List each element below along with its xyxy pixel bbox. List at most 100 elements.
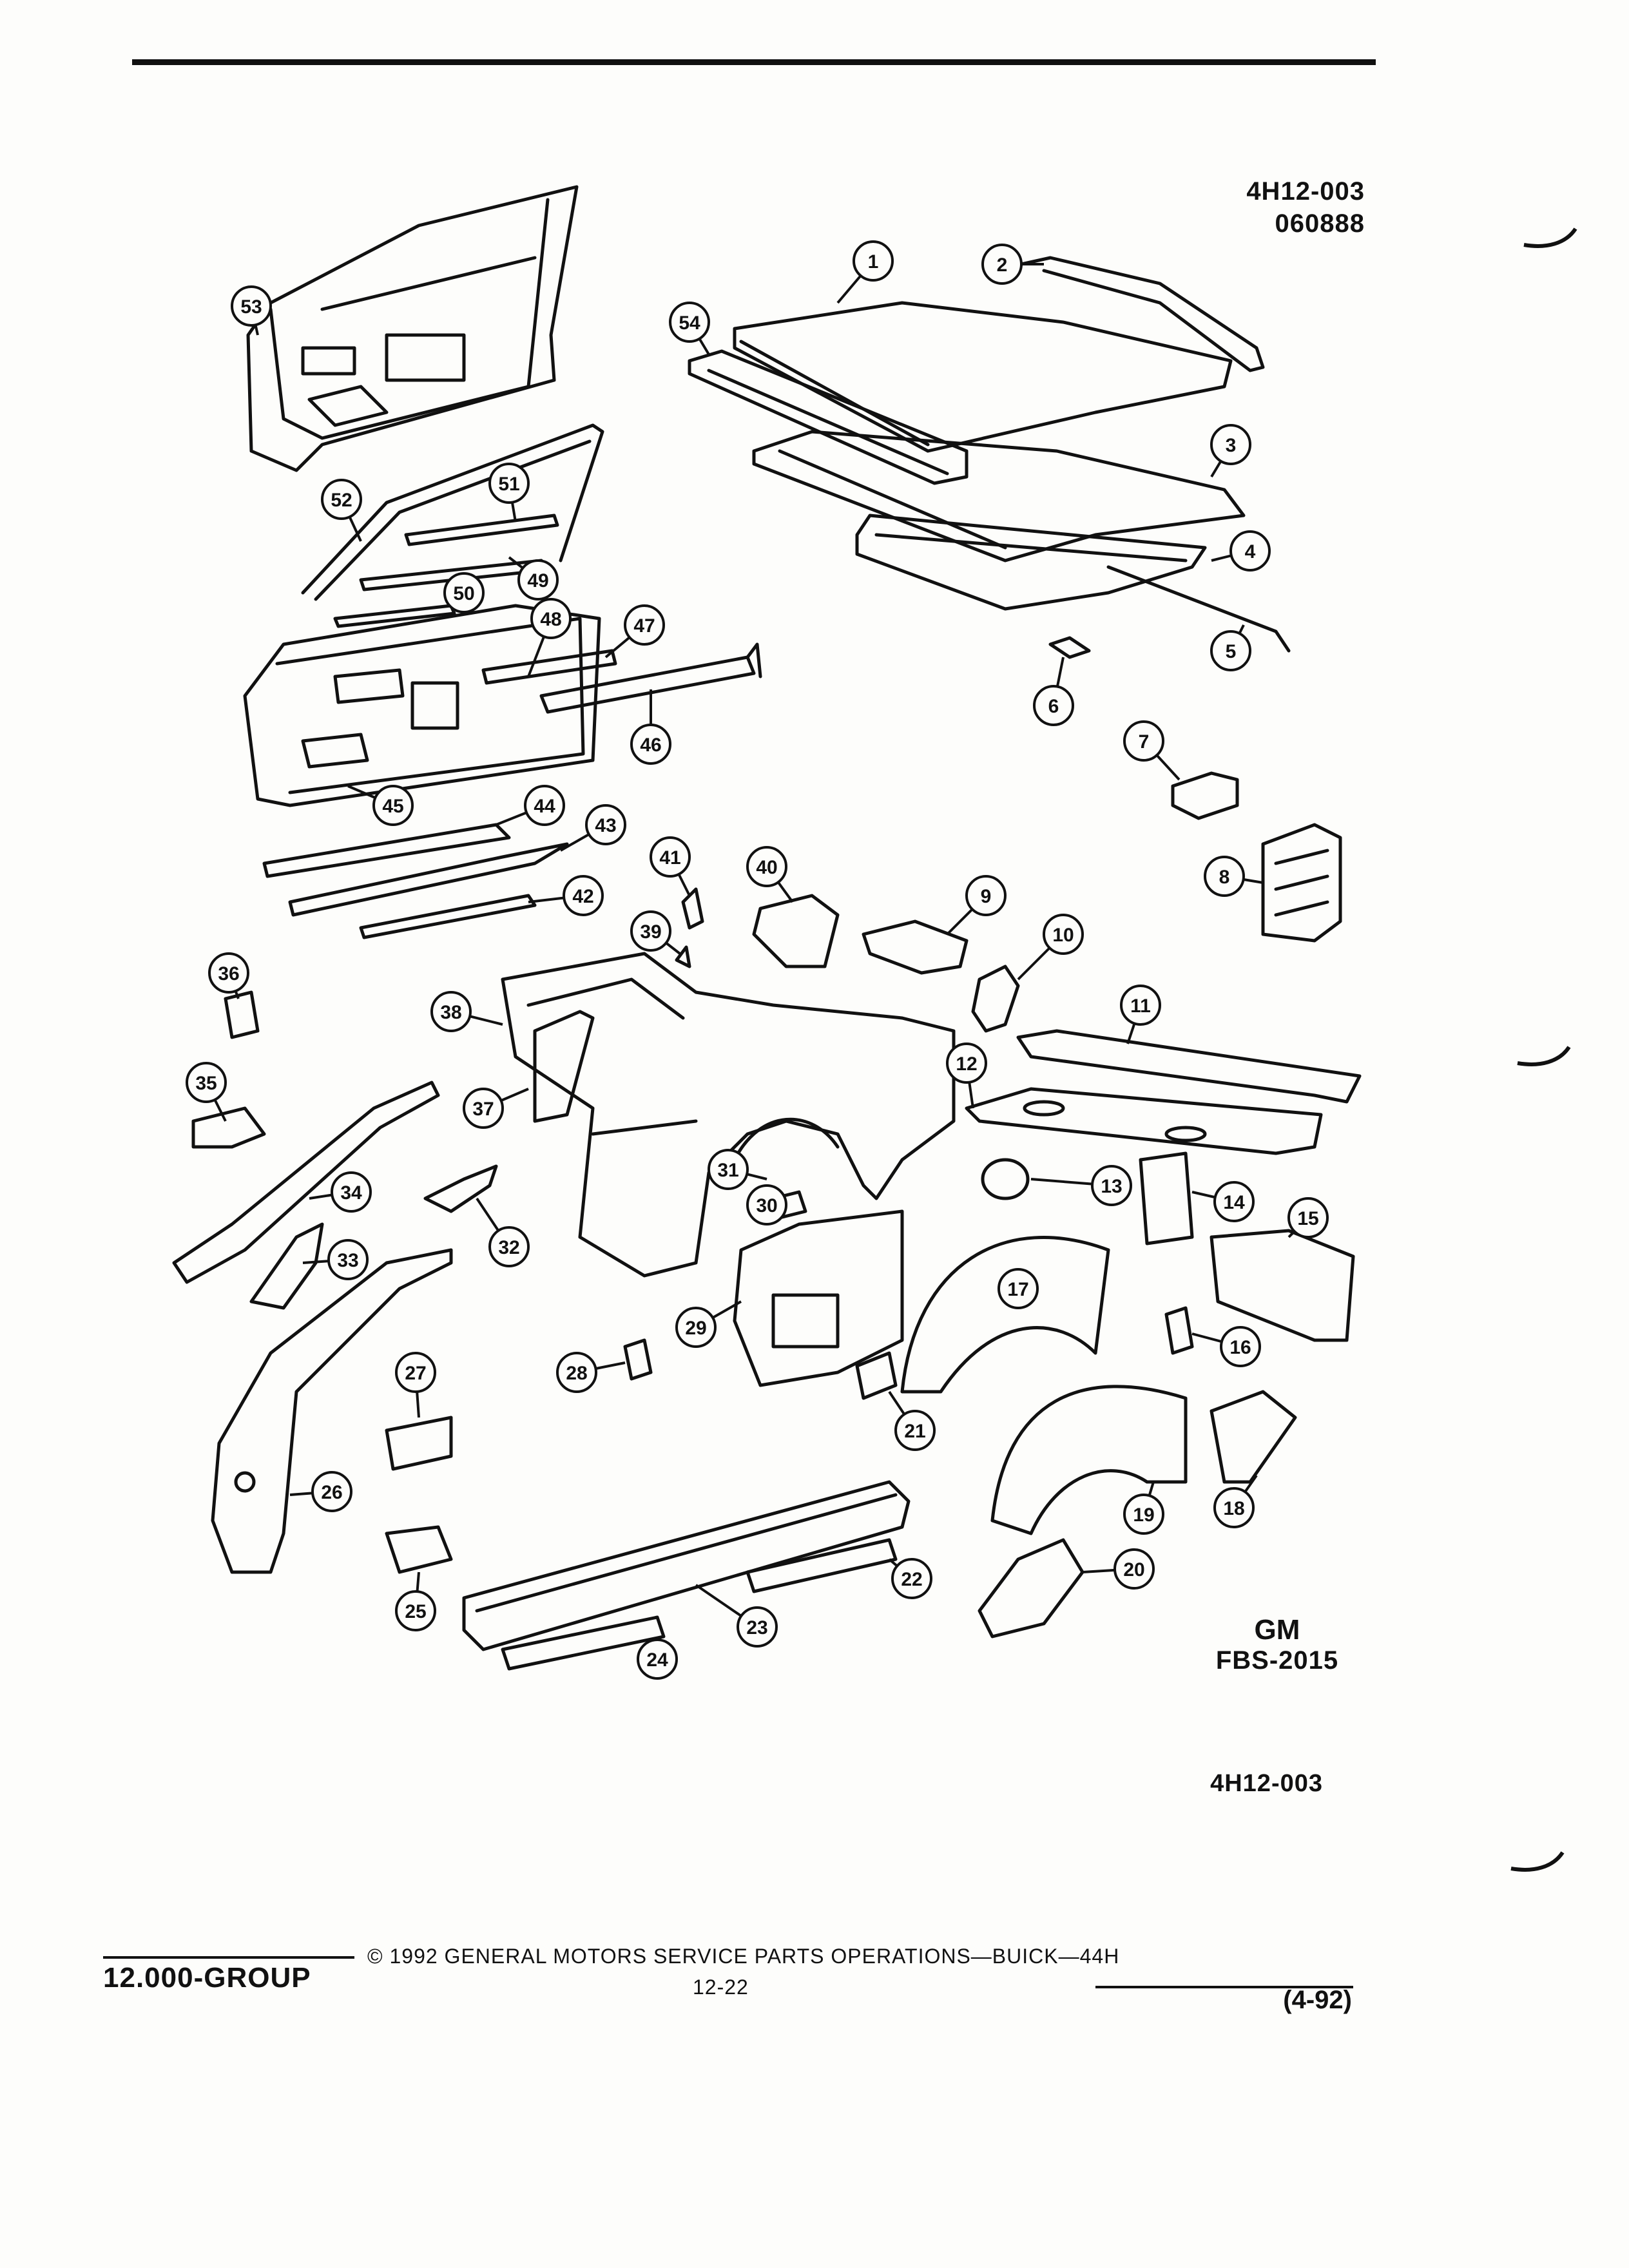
callout-number: 2 [997,255,1008,276]
part-rocker-panel [462,1480,911,1651]
callout-circle [311,1471,352,1512]
callout-number: 7 [1139,731,1150,753]
callout-circle [737,1606,778,1648]
callout-13: 13 [1030,1165,1132,1206]
callout-number: 27 [405,1363,426,1384]
callout-26: 26 [289,1471,352,1512]
callout-number: 39 [640,921,661,943]
part-clip [1048,636,1091,659]
part-package-shelf [965,1087,1323,1155]
callout-circle [746,1184,787,1225]
callout-circle [1123,1494,1164,1535]
part-headliner [752,430,1246,562]
callout-43: 43 [560,804,626,852]
callout-44: 44 [496,785,565,826]
part-reinforcement-plate [1139,1151,1194,1245]
callout-16: 16 [1191,1326,1261,1367]
callout-circle [637,1639,678,1680]
callout-circle [372,785,414,826]
part-bracket-35 [191,1106,266,1149]
callout-1: 1 [836,240,894,304]
callout-circle [894,1410,936,1451]
callout-31: 31 [708,1149,767,1190]
part-bracket-36 [224,990,260,1039]
part-rocker-reinforcement-front [501,1615,666,1671]
callout-circle [1033,685,1074,726]
callout-32: 32 [476,1197,530,1267]
callout-53: 53 [231,285,272,336]
callout-circle [524,785,565,826]
figure-code-block: 4H12-003 060888 [1246,175,1365,240]
callout-46: 46 [630,689,671,765]
callout-33: 33 [302,1239,369,1280]
callout-number: 32 [498,1237,519,1258]
callout-number: 17 [1007,1279,1028,1300]
callout-circle [395,1352,436,1393]
callout-circle [186,1062,227,1103]
callout-47: 47 [604,604,665,658]
callout-6: 6 [1033,657,1074,726]
callout-number: 5 [1226,641,1237,662]
callout-38: 38 [430,991,503,1032]
callout-circle [488,1226,530,1267]
callout-number: 3 [1226,435,1237,456]
callout-2: 2 [981,244,1044,285]
callout-number: 8 [1219,867,1230,888]
callout-circle [1091,1165,1132,1206]
callout-40: 40 [746,846,794,903]
callout-circle [1220,1326,1261,1367]
callout-number: 44 [534,796,555,817]
part-pillar-reinforcement [249,1222,324,1310]
callout-number: 31 [717,1160,738,1181]
part-hinge-bracket [971,965,1020,1033]
callout-number: 45 [382,796,403,817]
callout-number: 6 [1048,696,1059,717]
callout-45: 45 [347,785,414,826]
callout-42: 42 [528,875,604,916]
callout-circle [891,1558,932,1599]
part-quarter-panel [501,952,956,1278]
callout-number: 38 [440,1002,461,1023]
callout-circle [650,836,691,878]
callout-circle [946,1043,987,1084]
part-quarter-box [752,894,840,968]
callout-21: 21 [888,1390,936,1451]
footer-group: 12.000-GROUP [103,1962,311,1994]
callout-number: 18 [1223,1498,1244,1519]
part-roof-molding [990,256,1265,372]
callout-48: 48 [527,598,572,677]
top-rule [132,59,1376,65]
part-bracket [1171,771,1239,820]
callout-25: 25 [395,1571,436,1631]
part-rocker-strips [262,823,569,939]
callout-circle [630,910,671,952]
callout-36: 36 [208,952,249,999]
callout-24: 24 [637,1639,678,1680]
callout-number: 14 [1223,1192,1245,1213]
callout-5: 5 [1210,624,1251,671]
callout-35: 35 [186,1062,227,1122]
callout-30: 30 [746,1184,787,1225]
part-inner-quarter [733,1209,904,1387]
callout-number: 49 [527,570,548,591]
part-bracket-27 [385,1416,453,1471]
callout-37: 37 [463,1088,529,1129]
callout-29: 29 [675,1300,742,1348]
callout-circle [998,1268,1039,1309]
part-sunroof-seal [855,514,1291,653]
callout-circle [1123,720,1164,762]
callout-circle [327,1239,369,1280]
part-rear-end-panel [1210,1229,1355,1342]
callout-circle [981,244,1023,285]
callout-14: 14 [1191,1181,1255,1222]
callout-27: 27 [395,1352,436,1418]
callout-number: 41 [659,847,680,869]
part-wheelhouse-liner [1210,1390,1297,1484]
part-wheelhouse-inner [990,1385,1188,1535]
callout-34: 34 [309,1171,372,1213]
callout-number: 16 [1229,1337,1251,1358]
callout-8: 8 [1204,856,1264,897]
